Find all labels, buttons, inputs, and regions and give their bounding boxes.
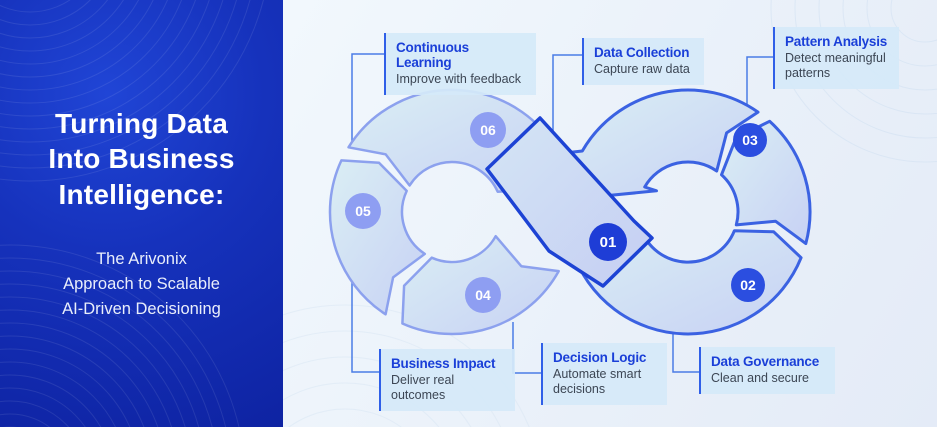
step-label-continuous-learning: Continuous Learning Improve with feedbac… bbox=[384, 33, 536, 95]
page-subtitle: The Arivonix Approach to Scalable AI-Dri… bbox=[62, 250, 221, 318]
step-label-description: Detect meaningful patterns bbox=[785, 51, 886, 80]
step-badge-06: 06 bbox=[470, 112, 506, 148]
step-badge-04: 04 bbox=[465, 277, 501, 313]
step-label-description: Improve with feedback bbox=[396, 72, 522, 86]
step-badge-02: 02 bbox=[731, 268, 765, 302]
step-label-data-collection: Data Collection Capture raw data bbox=[582, 38, 704, 85]
step-label-title: Business Impact bbox=[391, 356, 496, 371]
step-label-title: Pattern Analysis bbox=[785, 34, 888, 49]
step-label-description: Deliver real outcomes bbox=[391, 373, 455, 402]
step-label-title: Continuous Learning bbox=[396, 40, 469, 70]
step-label-description: Capture raw data bbox=[594, 62, 690, 76]
step-label-description: Automate smart decisions bbox=[553, 367, 642, 396]
left-panel: Turning Data Into Business Intelligence:… bbox=[0, 0, 283, 427]
page-title: Turning Data Into Business Intelligence: bbox=[48, 107, 235, 211]
step-badge-03: 03 bbox=[733, 123, 767, 157]
diagram-panel: 01 02 03 04 05 06 Continuous Learning Im… bbox=[283, 0, 937, 427]
step-label-title: Decision Logic bbox=[553, 350, 647, 365]
step-label-pattern-analysis: Pattern Analysis Detect meaningful patte… bbox=[773, 27, 899, 89]
step-label-title: Data Governance bbox=[711, 354, 820, 369]
step-label-data-governance: Data Governance Clean and secure bbox=[699, 347, 835, 394]
step-badge-01: 01 bbox=[589, 223, 627, 261]
step-badge-05: 05 bbox=[345, 193, 381, 229]
step-label-description: Clean and secure bbox=[711, 371, 809, 385]
step-label-decision-logic: Decision Logic Automate smart decisions bbox=[541, 343, 667, 405]
step-label-title: Data Collection bbox=[594, 45, 690, 60]
wave-pattern-decoration bbox=[0, 0, 264, 427]
step-label-business-impact: Business Impact Deliver real outcomes bbox=[379, 349, 515, 411]
